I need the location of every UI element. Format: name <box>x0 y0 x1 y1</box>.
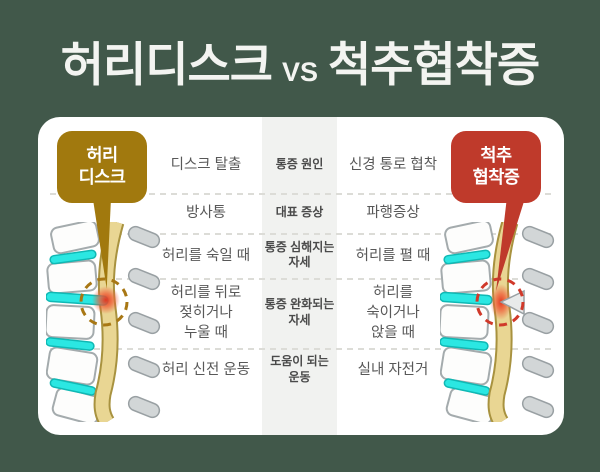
herniation-highlight <box>92 286 120 314</box>
category-cell: 통증 심해지는 자세 <box>264 239 335 270</box>
stenosis-cell: 허리를 숙이거나 앉을 때 <box>366 285 420 341</box>
spinous-processes <box>127 225 161 419</box>
healthy-discs <box>46 249 97 396</box>
title-vs: VS <box>281 57 319 87</box>
herniated-disc-spine-illustration <box>46 222 161 422</box>
stenosis-cell: 허리를 펼 때 <box>355 247 431 264</box>
disc-cell: 허리를 숙일 때 <box>161 247 251 264</box>
vertebral-bodies <box>46 222 103 422</box>
spinal-canal <box>489 222 517 422</box>
stenosis-cell: 신경 통로 협착 <box>348 157 438 173</box>
disc-label-bubble: 허리 디스크 <box>57 131 147 203</box>
page-title: 허리디스크 VS 척추협착증 <box>0 26 600 95</box>
dashed-highlight-circle <box>79 277 129 327</box>
title-right-term: 척추협착증 <box>328 38 540 91</box>
table-row: 방사통 대표 증상 파행증상 <box>38 193 564 233</box>
center-column-background <box>262 117 337 435</box>
dashed-highlight-circle <box>475 277 525 327</box>
disc-cell: 허리를 뒤로 젖히거나 누울 때 <box>170 285 242 341</box>
row-divider <box>50 348 552 350</box>
disc-cell: 방사통 <box>185 205 227 221</box>
stenosis-cell: 실내 자전거 <box>357 362 429 378</box>
table-row: 허리 신전 운동 도움이 되는 운동 실내 자전거 <box>38 348 564 435</box>
comparison-card: 디스크 탈출 통증 원인 신경 통로 협착 방사통 대표 증상 파행증상 허리를… <box>38 117 564 435</box>
spinal-stenosis-spine-illustration <box>440 222 555 422</box>
stenosis-label-bubble: 척추 협착증 <box>451 131 541 203</box>
category-cell: 통증 완화되는 자세 <box>264 297 335 327</box>
spinous-processes <box>521 225 555 419</box>
category-cell: 통증 원인 <box>275 157 324 172</box>
row-divider <box>50 233 552 235</box>
table-row: 허리를 뒤로 젖히거나 누울 때 통증 완화되는 자세 허리를 숙이거나 앉을 … <box>38 278 564 348</box>
table-row: 디스크 탈출 통증 원인 신경 통로 협착 <box>38 117 564 193</box>
category-cell: 대표 증상 <box>275 205 324 220</box>
table-row: 허리를 숙일 때 통증 심해지는 자세 허리를 펼 때 <box>38 233 564 278</box>
row-divider <box>50 193 552 195</box>
title-left-term: 허리디스크 <box>60 38 273 91</box>
spinal-canal <box>95 222 123 422</box>
disc-cell: 허리 신전 운동 <box>161 362 251 378</box>
stenosis-cell: 파행증상 <box>366 205 420 221</box>
disc-cell: 디스크 탈출 <box>170 157 242 173</box>
row-divider <box>50 278 552 280</box>
category-cell: 도움이 되는 운동 <box>270 354 329 384</box>
